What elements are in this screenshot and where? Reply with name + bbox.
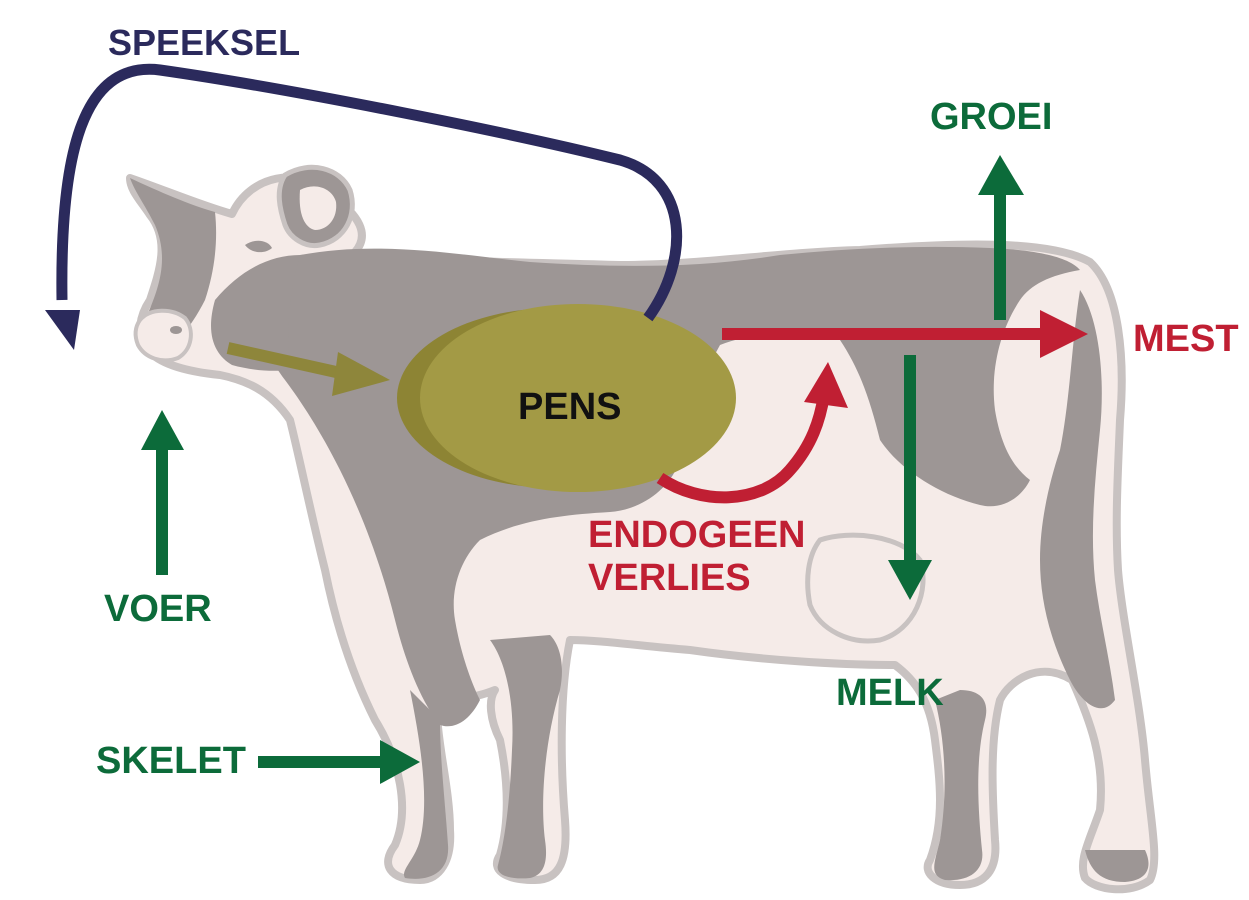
cow-neck-gray — [211, 255, 300, 371]
groei-label: GROEI — [930, 96, 1053, 138]
voer-label: VOER — [104, 588, 212, 630]
groei-arrow — [978, 155, 1024, 320]
melk-label: MELK — [836, 672, 944, 714]
endogeen-arrow — [656, 362, 848, 504]
voer-arrow — [141, 410, 184, 575]
endogeen-label-line1: ENDOGEEN — [588, 514, 806, 556]
mest-arrow — [722, 310, 1088, 358]
cow-hind-gray — [1040, 290, 1115, 709]
endogeen-verlies-label: ENDOGEEN VERLIES — [588, 514, 805, 600]
speeksel-arrow — [45, 63, 683, 350]
cow-rear-leg — [934, 690, 987, 881]
skelet-label: SKELET — [96, 740, 246, 782]
feed-to-rumen-arrow — [226, 342, 390, 396]
melk-arrow — [888, 355, 932, 600]
skelet-arrow — [258, 740, 420, 784]
cow-front-leg — [490, 635, 562, 879]
pens-label: PENS — [518, 386, 622, 428]
cow-nostril — [170, 326, 182, 334]
cow-ear-inner — [299, 186, 337, 230]
speeksel-label: SPEEKSEL — [108, 22, 301, 63]
cow-rear-hoof — [1085, 850, 1149, 882]
cow-snout — [133, 308, 193, 363]
mest-label: MEST — [1133, 318, 1239, 360]
rumen-ellipse-icon — [397, 304, 736, 492]
cow-eye — [245, 240, 272, 253]
cow-front-leg-2 — [403, 690, 449, 879]
endogeen-label-line2: VERLIES — [588, 557, 751, 599]
